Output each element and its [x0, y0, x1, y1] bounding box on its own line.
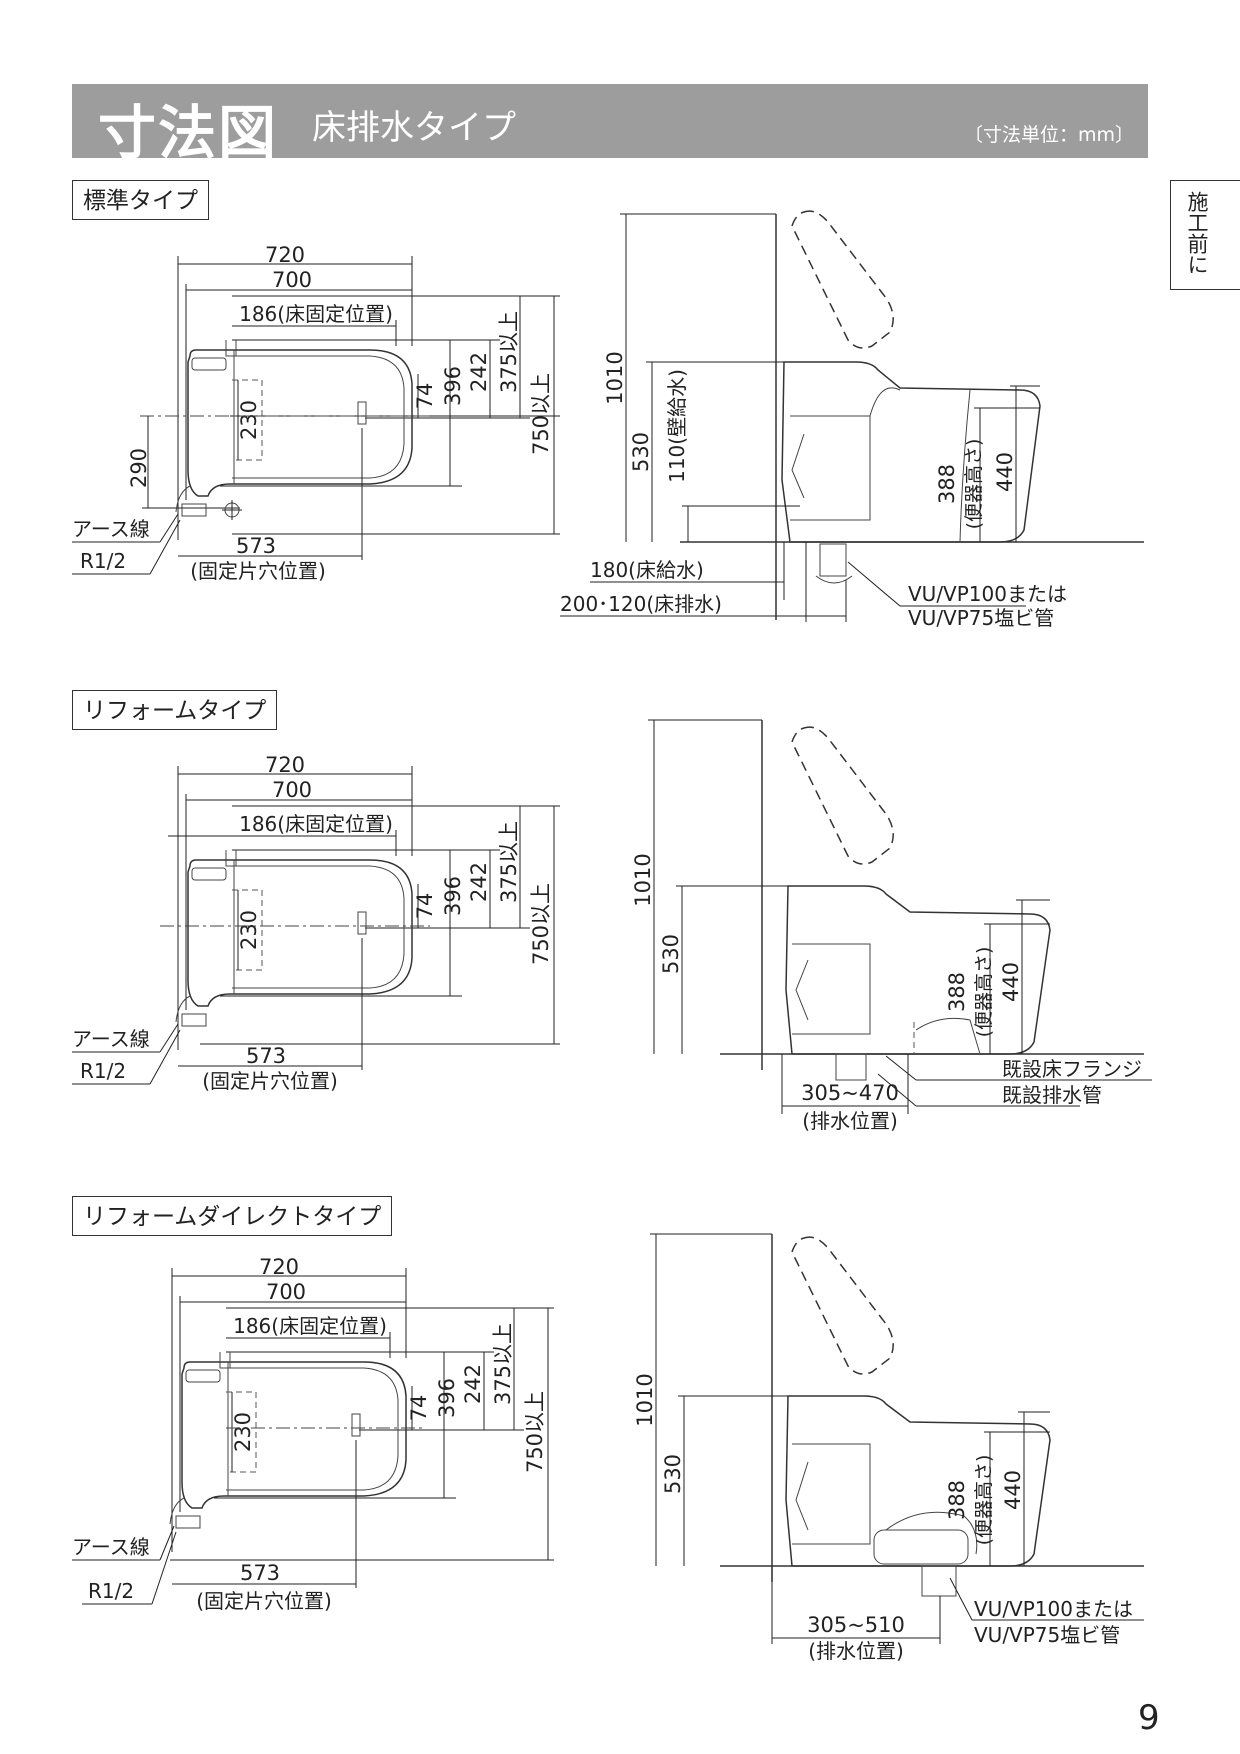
- dim-1010: 1010: [603, 351, 627, 404]
- label-fix-position: (固定片穴位置): [202, 1069, 338, 1093]
- toilet-plan-outline: [187, 349, 413, 497]
- dim-375: 375以上: [497, 311, 521, 393]
- unit-note: 〔寸法単位：mm〕: [963, 124, 1134, 146]
- page-title: 寸法図: [98, 99, 279, 167]
- dim-396: 396: [441, 876, 465, 916]
- label-existing-pipe: 既設排水管: [1002, 1083, 1102, 1107]
- dim-74: 74: [407, 1395, 431, 1422]
- label-drain-position: (排水位置): [808, 1639, 904, 1663]
- dim-720: 720: [259, 1255, 299, 1279]
- page-number: 9: [1138, 1698, 1160, 1738]
- plan-view-reform: 720 700 186(床固定位置) 74 396 242 375以上 750以…: [72, 753, 560, 1093]
- dim-573: 573: [236, 534, 276, 558]
- side-tab-label: 施工前に: [1185, 191, 1209, 275]
- dim-186: 186(床固定位置): [239, 302, 393, 326]
- side-view-standard: 1010 530 110(壁給水) 388 (便器高さ) 440 180(床給水…: [560, 210, 1144, 630]
- dim-186: 186(床固定位置): [233, 1314, 387, 1338]
- label-pipe-line2: VU/VP75塩ビ管: [908, 606, 1054, 630]
- dim-573: 573: [246, 1044, 286, 1068]
- dim-180: 180(床給水): [590, 558, 704, 582]
- dim-74: 74: [413, 893, 437, 920]
- dim-375: 375以上: [491, 1323, 515, 1405]
- dim-530: 530: [629, 432, 653, 472]
- toilet-plan-outline: [181, 1361, 407, 1509]
- side-view-reform: 1010 530 388 (便器高さ) 440 305~470 (排水位置) 既…: [631, 719, 1152, 1133]
- dim-290: 290: [127, 448, 151, 488]
- dim-700: 700: [272, 778, 312, 802]
- side-index-tab: 施工前に: [1170, 180, 1240, 290]
- dim-700: 700: [272, 268, 312, 292]
- toilet-side-outline: [785, 1395, 1051, 1567]
- dim-750: 750以上: [529, 883, 553, 965]
- dim-573: 573: [240, 1561, 280, 1585]
- dim-drain-range: 305~470: [801, 1081, 899, 1105]
- label-seat-height: (便器高さ): [973, 947, 995, 1038]
- dim-396: 396: [441, 366, 465, 406]
- plan-view-reform-direct: 720 700 186(床固定位置) 74 396 242 375以上 750以…: [72, 1255, 554, 1613]
- section-label-standard: 標準タイプ: [72, 180, 209, 220]
- label-seat-height: (便器高さ): [973, 1455, 995, 1546]
- dim-242: 242: [467, 352, 491, 392]
- dim-720: 720: [265, 753, 305, 777]
- dim-388: 388: [945, 1480, 969, 1520]
- dim-74: 74: [413, 383, 437, 410]
- label-pipe-line1: VU/VP100または: [974, 1597, 1133, 1621]
- label-fix-position: (固定片穴位置): [196, 1589, 332, 1613]
- toilet-side-outline: [785, 885, 1051, 1055]
- toilet-plan-outline: [187, 859, 413, 1007]
- dim-530: 530: [661, 1454, 685, 1494]
- dim-396: 396: [435, 1378, 459, 1418]
- dim-700: 700: [266, 1280, 306, 1304]
- label-r12: R1/2: [88, 1579, 134, 1603]
- label-earth-wire: アース線: [72, 1027, 150, 1051]
- label-r12: R1/2: [80, 1059, 126, 1083]
- dim-375: 375以上: [497, 821, 521, 903]
- title-bar: 寸法図 床排水タイプ 〔寸法単位：mm〕: [72, 84, 1148, 167]
- dim-750: 750以上: [529, 373, 553, 455]
- page-subtitle: 床排水タイプ: [312, 108, 516, 148]
- toilet-side-outline: [781, 361, 1041, 543]
- side-view-reform-direct: 1010 530 388 (便器高さ) 440 305~510 (排水位置) V…: [633, 1233, 1144, 1663]
- label-fix-position: (固定片穴位置): [190, 559, 326, 583]
- dim-230: 230: [237, 400, 261, 440]
- dim-750: 750以上: [523, 1391, 547, 1473]
- label-existing-flange: 既設床フランジ: [1002, 1057, 1142, 1081]
- dim-388: 388: [945, 972, 969, 1012]
- section-label-reform-direct: リフォームダイレクトタイプ: [72, 1196, 393, 1236]
- dim-440: 440: [993, 452, 1017, 492]
- label-pipe-line2: VU/VP75塩ビ管: [974, 1623, 1120, 1647]
- dim-388: 388: [935, 464, 959, 504]
- dim-1010: 1010: [633, 1373, 657, 1426]
- dim-242: 242: [461, 1364, 485, 1404]
- label-drain-position: (排水位置): [802, 1109, 898, 1133]
- dim-200-120: 200･120(床排水): [560, 592, 722, 616]
- dim-440: 440: [1001, 1470, 1025, 1510]
- label-pipe-line1: VU/VP100または: [908, 582, 1067, 606]
- dim-1010: 1010: [631, 853, 655, 906]
- label-earth-wire: アース線: [72, 517, 150, 541]
- dim-242: 242: [467, 862, 491, 902]
- dim-530: 530: [659, 934, 683, 974]
- label-seat-height: (便器高さ): [963, 439, 985, 530]
- label-earth-wire: アース線: [72, 1535, 150, 1559]
- dim-110: 110(壁給水): [665, 369, 689, 483]
- section-label-reform: リフォームタイプ: [72, 690, 278, 730]
- dim-drain-range: 305~510: [807, 1613, 905, 1637]
- plan-view-standard: 720 700 186(床固定位置) 74 396 242 375以上 750以…: [72, 243, 560, 583]
- dim-186: 186(床固定位置): [239, 812, 393, 836]
- label-r12: R1/2: [80, 549, 126, 573]
- dim-440: 440: [999, 962, 1023, 1002]
- dim-230: 230: [231, 1412, 255, 1452]
- dim-230: 230: [237, 910, 261, 950]
- dim-720: 720: [265, 243, 305, 267]
